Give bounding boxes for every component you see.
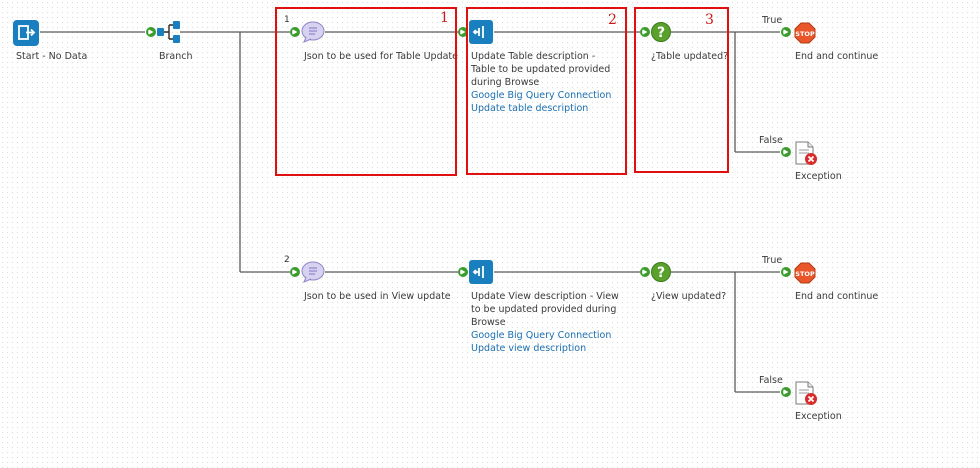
connector-icon [469, 260, 493, 284]
connector-node-1[interactable] [469, 20, 493, 44]
highlight-number-3: 3 [705, 12, 714, 28]
update-label-2: Update View description - View to be upd… [471, 290, 621, 355]
json-message-node-1[interactable] [301, 20, 325, 44]
end-label-2: End and continue [795, 291, 879, 302]
stop-icon: STOP [794, 262, 816, 284]
json-message-label-2: Json to be used in View update [304, 291, 451, 302]
connector-arrows [146, 27, 791, 397]
highlight-box-3 [634, 7, 729, 173]
end-label-1: End and continue [795, 51, 879, 62]
update-description-2: Update View description - View to be upd… [471, 291, 619, 328]
decision-node-2[interactable]: ? [651, 262, 671, 282]
connection-link-2[interactable]: Google Big Query Connection [471, 330, 612, 341]
start-icon [13, 20, 39, 46]
stop-icon: STOP [794, 22, 816, 44]
exception-node-1[interactable] [794, 141, 818, 167]
message-bubble-icon [301, 21, 325, 43]
question-icon: ? [651, 262, 671, 282]
true-label-1: True [762, 15, 783, 26]
branch-number-1: 1 [284, 15, 290, 25]
highlight-box-2 [466, 7, 627, 175]
connection-link-1[interactable]: Google Big Query Connection [471, 90, 612, 101]
operation-link-1[interactable]: Update table description [471, 103, 589, 114]
branch-node[interactable] [157, 21, 181, 43]
operation-link-2[interactable]: Update view description [471, 343, 587, 354]
connector-icon [469, 20, 493, 44]
branch-icon [157, 21, 180, 43]
start-label: Start - No Data [16, 51, 88, 62]
branch-number-2: 2 [284, 255, 290, 265]
question-icon: ? [651, 22, 671, 42]
svg-text:STOP: STOP [795, 30, 815, 38]
connector-node-2[interactable] [469, 260, 493, 284]
highlight-number-1: 1 [440, 10, 449, 26]
json-message-node-2[interactable] [301, 260, 325, 284]
branch-label: Branch [159, 51, 193, 62]
svg-text:?: ? [657, 265, 665, 281]
stop-node-2[interactable]: STOP [794, 262, 816, 284]
stop-node-1[interactable]: STOP [794, 22, 816, 44]
false-label-1: False [759, 135, 783, 146]
false-label-2: False [759, 375, 783, 386]
true-label-2: True [762, 255, 783, 266]
exception-label-1: Exception [795, 171, 842, 182]
decision-label-1: ¿Table updated? [651, 51, 729, 62]
highlight-number-2: 2 [608, 12, 617, 28]
json-message-label-1: Json to be used for Table Update [304, 51, 458, 62]
exception-label-2: Exception [795, 411, 842, 422]
decision-label-2: ¿View updated? [651, 291, 727, 302]
exception-icon [795, 381, 817, 405]
exception-icon [795, 141, 817, 165]
decision-node-1[interactable]: ? [651, 22, 671, 42]
start-node[interactable] [13, 20, 39, 46]
highlight-box-1 [275, 7, 457, 176]
update-label-1: Update Table description - Table to be u… [471, 50, 621, 115]
svg-text:STOP: STOP [795, 270, 815, 278]
update-description-1: Update Table description - Table to be u… [471, 51, 611, 88]
exception-node-2[interactable] [794, 381, 818, 407]
svg-text:?: ? [657, 25, 665, 41]
message-bubble-icon [301, 261, 325, 283]
